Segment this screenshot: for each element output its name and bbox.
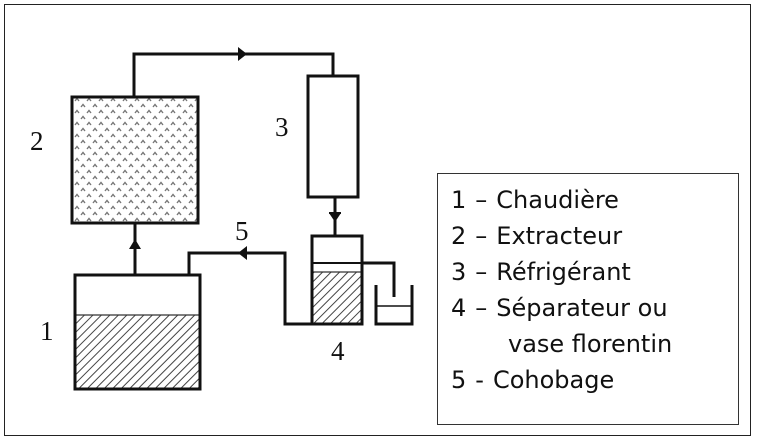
- condenser: [306, 74, 360, 199]
- arrow-left-icon: [238, 246, 247, 260]
- label-extractor: 2: [30, 126, 44, 156]
- legend-item: 2–Extracteur: [451, 218, 738, 254]
- legend-text: Réfrigérant: [496, 258, 631, 286]
- pipe-cohobage: [187, 246, 312, 326]
- label-separator: 4: [331, 336, 345, 366]
- boiler: [73, 273, 202, 391]
- legend-item: 3–Réfrigérant: [451, 254, 738, 290]
- separator: [310, 234, 364, 326]
- arrow-down-icon: [329, 213, 341, 222]
- legend: 1–Chaudière 2–Extracteur 3–Réfrigérant 4…: [437, 173, 739, 425]
- legend-separator: –: [475, 222, 488, 250]
- arrow-up-icon: [129, 239, 141, 249]
- label-cohobage: 5: [235, 216, 249, 246]
- legend-separator: –: [475, 258, 488, 286]
- legend-number: 5: [451, 366, 467, 394]
- legend-number: 3: [451, 258, 467, 286]
- pipe-extractor-to-condenser: [132, 47, 335, 97]
- legend-item: 5-Cohobage: [451, 362, 738, 398]
- legend-separator: -: [475, 366, 484, 394]
- legend-text: Cohobage: [492, 366, 615, 394]
- collection-beaker: [374, 285, 414, 326]
- legend-number: 2: [451, 222, 467, 250]
- legend-number: 1: [451, 186, 467, 214]
- legend-item: 4–Séparateur ou: [451, 290, 738, 326]
- legend-number: 4: [451, 294, 467, 322]
- pipe-condenser-to-separator: [329, 197, 341, 236]
- legend-text: vase florentin: [508, 330, 673, 358]
- pipe-separator-overflow: [362, 261, 396, 297]
- legend-item: 1–Chaudière: [451, 182, 738, 218]
- legend-separator: –: [475, 294, 488, 322]
- pipe-boiler-to-extractor: [129, 223, 141, 275]
- legend-text: Séparateur ou: [496, 294, 668, 322]
- legend-text: Chaudière: [496, 186, 619, 214]
- extractor: [70, 95, 200, 225]
- legend-text: Extracteur: [496, 222, 623, 250]
- arrow-right-icon: [238, 47, 247, 61]
- legend-item-continuation: vase florentin: [451, 326, 738, 362]
- label-boiler: 1: [40, 316, 54, 346]
- legend-separator: –: [475, 186, 488, 214]
- label-condenser: 3: [275, 112, 289, 142]
